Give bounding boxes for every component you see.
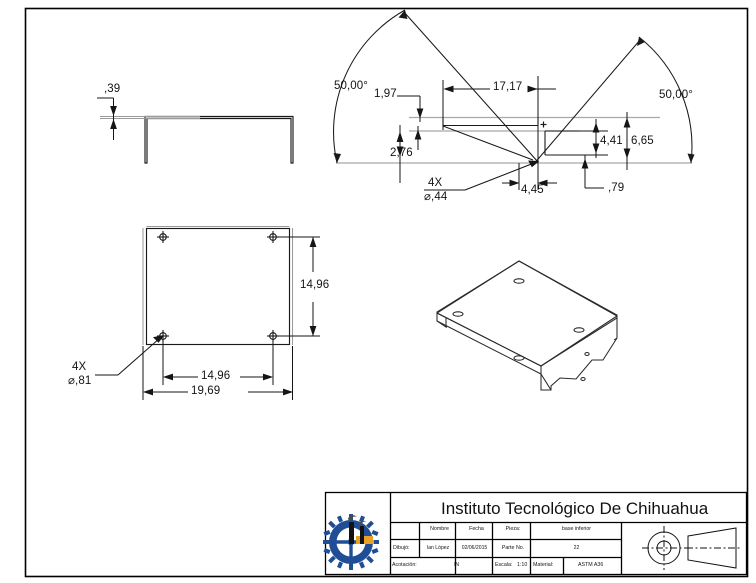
callout-diameter-081: ⌀,81 <box>68 375 92 387</box>
dim-label-1717: 17,17 <box>493 81 523 93</box>
section-leader-line <box>442 125 534 161</box>
td-pieza-value: base inferior <box>561 526 592 532</box>
gear-factory-logo <box>323 514 379 570</box>
dim-665 <box>623 112 631 170</box>
dim-label-plan-height-1496: 14,96 <box>300 279 330 291</box>
callout-diameter-044: ⌀,44 <box>424 191 448 203</box>
dim-label-445: 4,45 <box>521 184 544 196</box>
td-material-value: ASTM A36 <box>578 562 604 568</box>
leader-4x-081 <box>95 335 165 376</box>
td-parte-no-value: 22 <box>573 545 580 551</box>
first-angle-projection-symbol <box>642 526 740 570</box>
dim-276 <box>396 125 422 183</box>
side-profile-geometry <box>144 115 294 164</box>
td-acotacion-value: IN <box>453 562 460 568</box>
dim-label-079: ,79 <box>608 182 625 194</box>
dim-label-angle-right: 50,00° <box>659 89 693 101</box>
plan-view-edge-lines <box>142 226 293 345</box>
plan-view-holes <box>157 231 279 342</box>
dim-label-441: 4,41 <box>600 135 623 147</box>
dim-plan-width-1496 <box>162 339 274 385</box>
dim-label-plan-width-1496: 14,96 <box>201 370 231 382</box>
title-block-frame <box>324 491 748 576</box>
th-dibujo: Dibujó: <box>393 545 410 551</box>
th-parte-no: Parte No. <box>501 545 525 551</box>
dim-label-276: 2,76 <box>390 147 413 159</box>
th-material: Material: <box>533 562 554 568</box>
dim-441 <box>592 119 600 158</box>
leader-4x-044 <box>424 160 540 191</box>
dim-plan-height-1496 <box>276 236 320 337</box>
dim-label-plan-width-1969: 19,69 <box>191 385 221 397</box>
td-escala-value: 1:10 <box>517 562 528 568</box>
front-section-geometry <box>442 117 608 156</box>
angle-leg-lines <box>403 11 641 166</box>
dim-label-thickness: ,39 <box>104 83 121 95</box>
td-fecha-value: 02/06/2015 <box>461 545 488 551</box>
side-profile-extension-lines <box>100 116 200 119</box>
th-pieza: Pieza: <box>505 526 521 532</box>
th-nombre: Nombre <box>430 526 449 532</box>
dim-079 <box>581 155 604 189</box>
dim-label-665: 6,65 <box>631 135 654 147</box>
td-nombre-value: Ian López <box>426 545 450 551</box>
callout-4x-count-section: 4X <box>428 177 443 189</box>
dim-label-197: 1,97 <box>374 88 397 100</box>
dim-197 <box>397 95 424 122</box>
dim-label-angle-left: 50,00° <box>334 80 368 92</box>
callout-4x-count-plan: 4X <box>72 361 87 373</box>
angle-arcs <box>333 9 693 164</box>
angle-arc-arrowheads <box>333 10 695 163</box>
plan-view-geometry <box>145 227 291 346</box>
institution-title: Instituto Tecnológico De Chihuahua <box>441 499 709 518</box>
th-acotacion: Acotación: <box>392 562 417 568</box>
th-escala: Escala: <box>495 562 513 568</box>
dim-plan-width-1969 <box>142 346 294 400</box>
sheet-border <box>24 7 749 578</box>
isometric-geometry <box>436 260 618 391</box>
th-fecha: Fecha <box>469 526 484 532</box>
dim-445 <box>502 163 557 190</box>
dim-1717 <box>442 76 556 163</box>
dim-thickness-039 <box>97 97 117 140</box>
